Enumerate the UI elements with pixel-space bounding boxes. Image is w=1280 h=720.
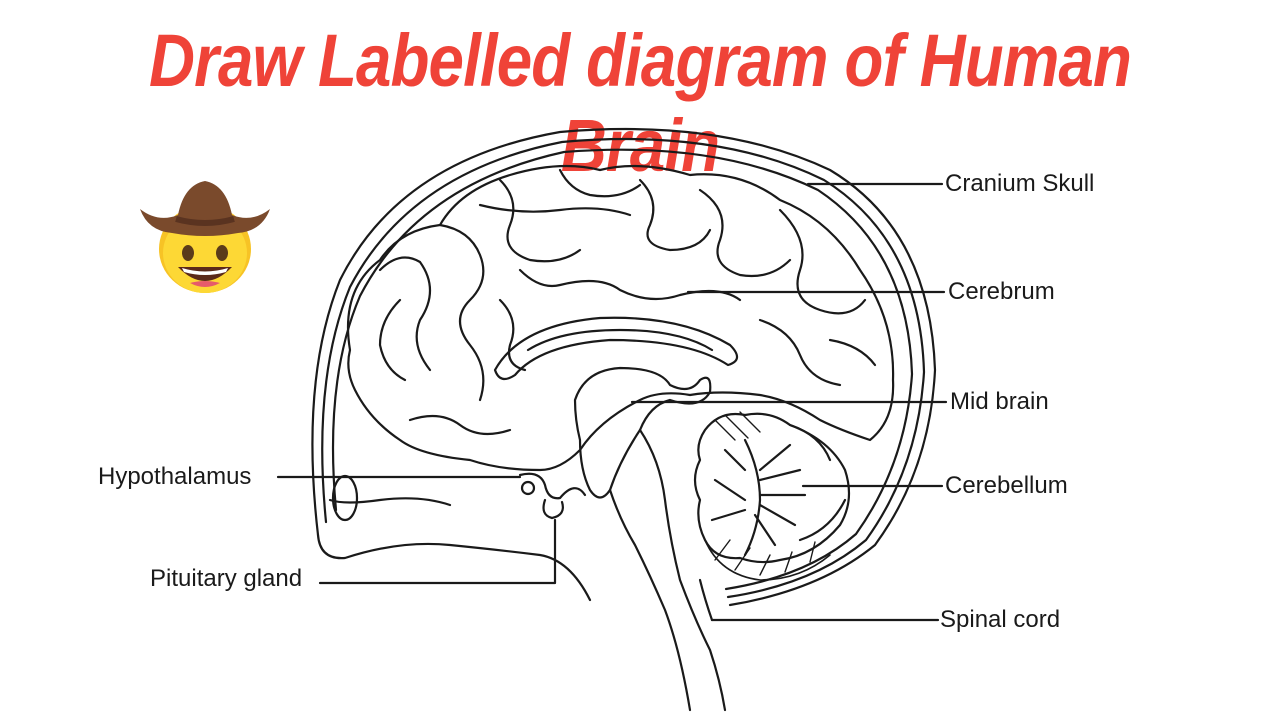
skull-inner bbox=[331, 148, 914, 591]
corpus-callosum bbox=[493, 316, 739, 381]
cowboy-face-icon bbox=[140, 181, 270, 293]
leader-pituitary bbox=[318, 518, 557, 585]
label-hypothalamus: Hypothalamus bbox=[98, 463, 252, 490]
skull-outer bbox=[311, 127, 937, 607]
cerebrum-outline bbox=[346, 164, 895, 472]
page-title: Draw Labelled diagram of Human Brain bbox=[148, 19, 1132, 187]
label-spinal-cord: Spinal cord bbox=[940, 606, 1061, 633]
pituitary bbox=[542, 498, 564, 520]
eye-socket bbox=[331, 474, 359, 522]
cerebellum-outline bbox=[693, 412, 851, 564]
face-outline bbox=[316, 533, 592, 602]
label-cranium-skull: Cranium Skull bbox=[945, 170, 1095, 197]
label-cerebellum: Cerebellum bbox=[945, 472, 1068, 499]
label-mid-brain: Mid brain bbox=[950, 388, 1049, 415]
skull-middle bbox=[321, 137, 926, 599]
brainstem bbox=[638, 428, 727, 712]
label-cerebrum: Cerebrum bbox=[948, 278, 1055, 305]
hypothalamus bbox=[518, 472, 587, 500]
thalamus bbox=[573, 366, 712, 499]
label-pituitary-gland: Pituitary gland bbox=[150, 565, 303, 592]
face-inner bbox=[328, 497, 452, 507]
